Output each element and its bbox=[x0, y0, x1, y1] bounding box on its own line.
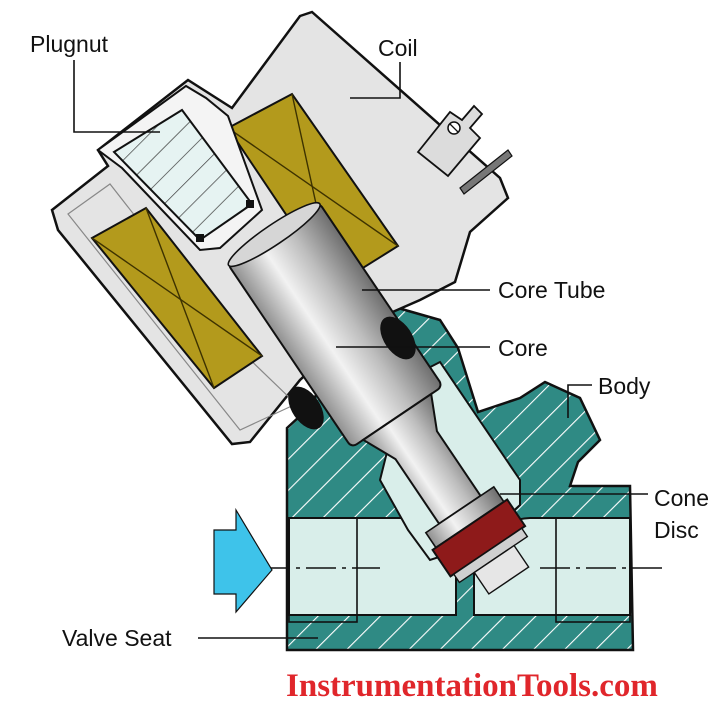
label-cone: Cone bbox=[654, 485, 709, 511]
body-leader bbox=[567, 384, 592, 418]
plugnut-leader bbox=[73, 60, 160, 133]
coil-housing-inner bbox=[67, 183, 298, 431]
watermark-text: InstrumentationTools.com bbox=[286, 668, 658, 704]
o-ring-right bbox=[380, 316, 416, 360]
coil-winding-lower bbox=[90, 206, 264, 390]
core-plunger bbox=[227, 201, 530, 595]
label-disc: Disc bbox=[654, 517, 699, 543]
label-core-tube: Core Tube bbox=[498, 277, 605, 303]
core-top-face bbox=[227, 201, 321, 268]
o-ring-left bbox=[288, 386, 324, 430]
label-coil: Coil bbox=[378, 35, 418, 61]
shading-ring-left bbox=[196, 234, 204, 242]
leader-lines bbox=[73, 60, 648, 639]
lead-terminal-icon bbox=[416, 104, 513, 195]
shading-ring-right bbox=[246, 200, 254, 208]
inlet-port-thread bbox=[288, 517, 358, 623]
coil-leader bbox=[350, 62, 401, 99]
outlet-port-thread bbox=[555, 517, 631, 623]
flow-direction-arrow-icon bbox=[213, 507, 273, 614]
label-core: Core bbox=[498, 335, 548, 361]
label-body: Body bbox=[598, 373, 651, 399]
seat-ring bbox=[473, 544, 530, 595]
label-plugnut: Plugnut bbox=[30, 31, 109, 57]
label-valve-seat: Valve Seat bbox=[62, 625, 172, 651]
